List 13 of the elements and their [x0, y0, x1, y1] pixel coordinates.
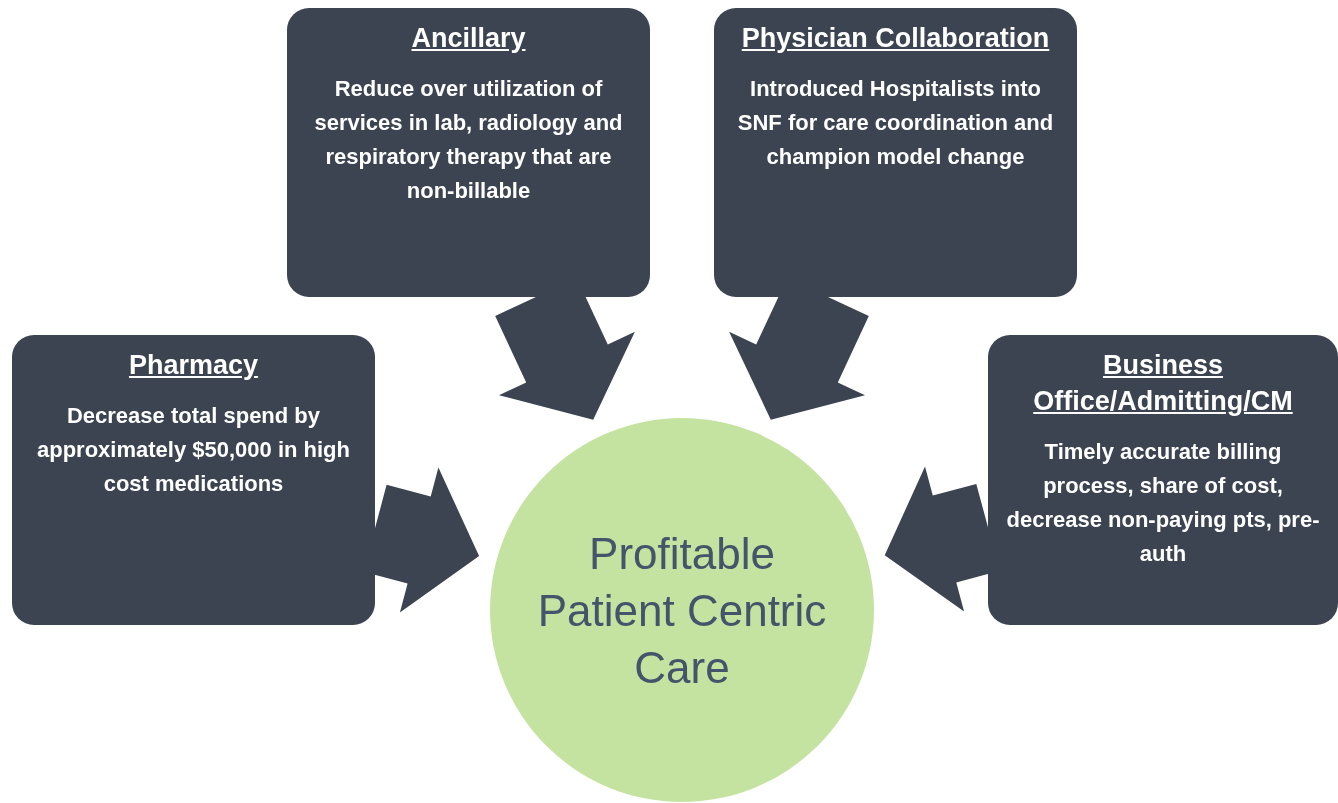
category-box: [12, 335, 375, 625]
category-box: [988, 335, 1338, 625]
box-description: Decrease total spend by approximately $50,000 in high cost medications: [36, 402, 351, 498]
box-heading: Business Office/Admitting/CM: [1032, 349, 1294, 418]
goal-text: Profitable Patient Centric Care: [536, 527, 828, 694]
box-heading: Pharmacy: [128, 349, 259, 382]
box-heading: Ancillary: [411, 22, 526, 55]
box-description: Reduce over utilization of services in lab, radiology and respiratory therapy that are non-billable: [313, 75, 624, 205]
category-box: [287, 8, 650, 297]
category-box: [714, 8, 1077, 297]
box-heading: Physician Collaboration: [741, 22, 1050, 55]
box-description: Introduced Hospitalists into SNF for care coordination and champion model change: [736, 75, 1055, 171]
box-description: Timely accurate billing process, share of cost, decrease non-paying pts, pre-auth: [1005, 438, 1321, 568]
